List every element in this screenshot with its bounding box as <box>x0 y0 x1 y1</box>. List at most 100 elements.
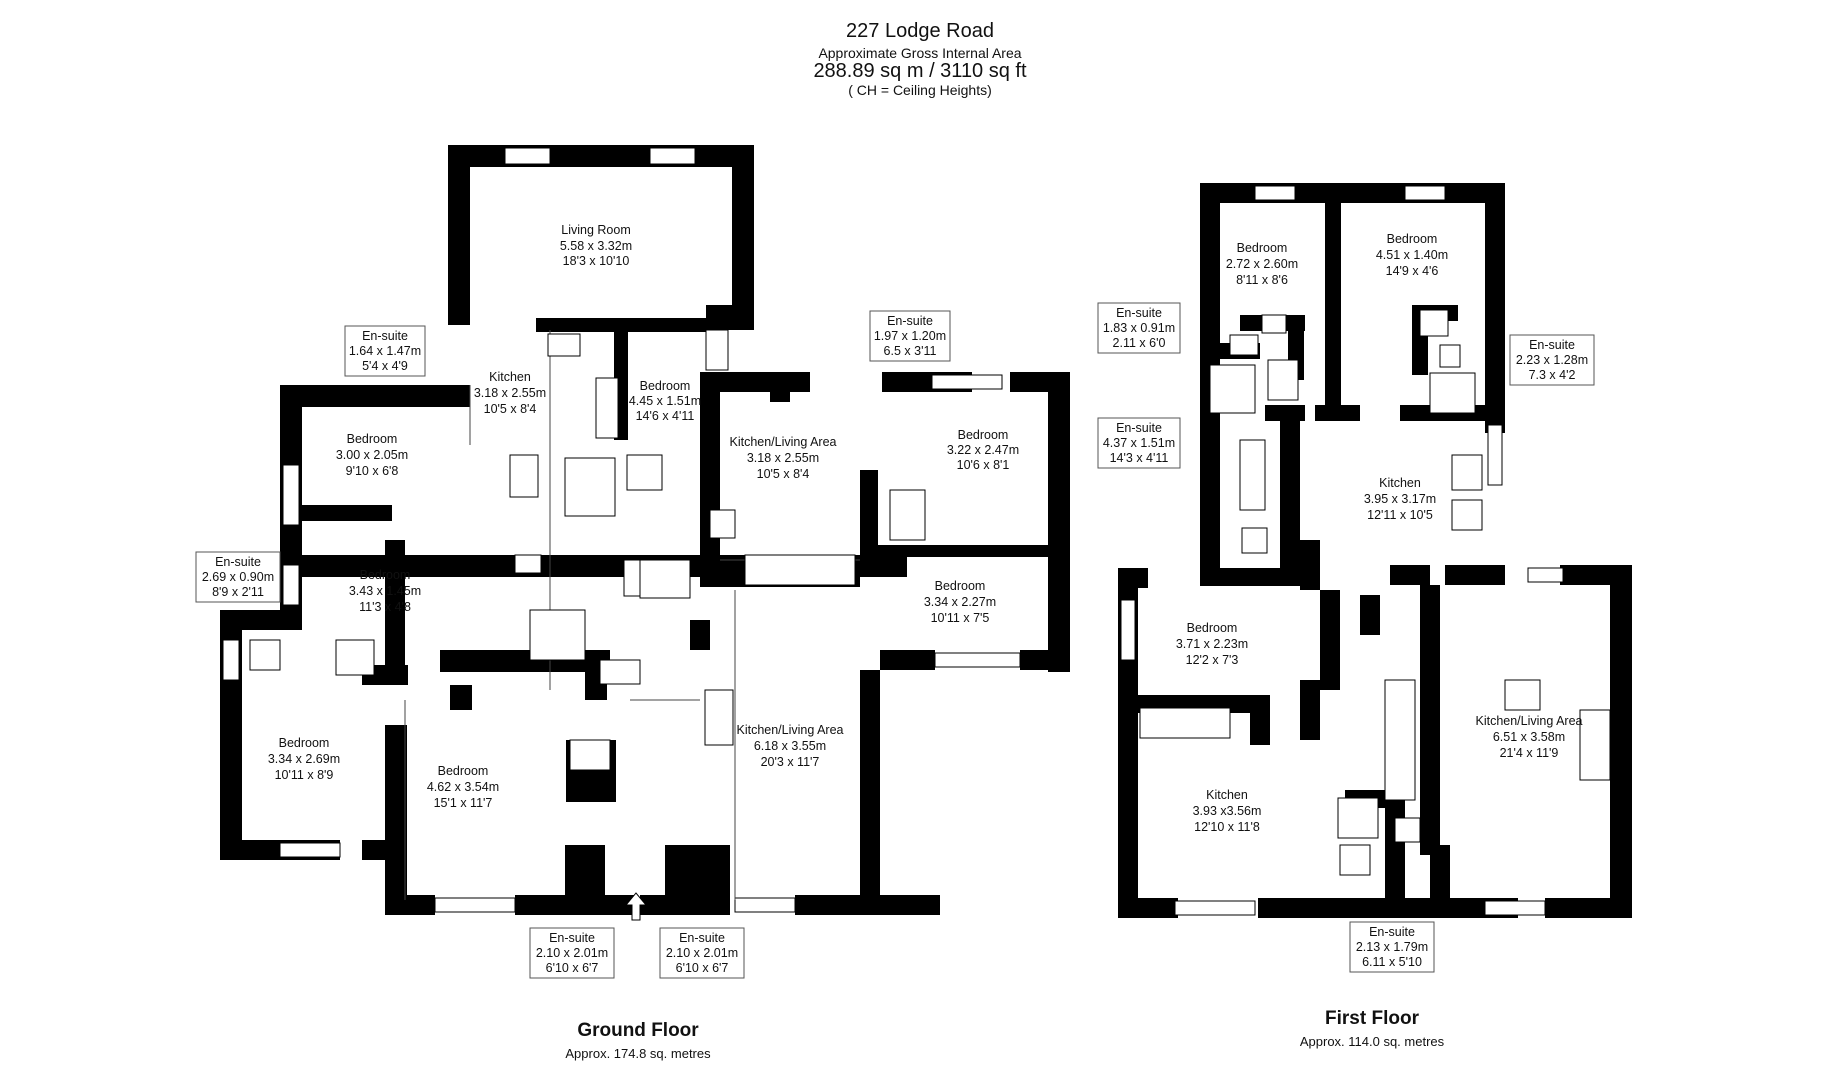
ensuite-metric: 2.10 x 2.01m <box>666 946 738 960</box>
room-imperial: 11'3 x 4'8 <box>359 600 411 614</box>
ground-floor-partitions <box>404 330 860 900</box>
ensuite-callout: En-suite 2.13 x 1.79m 6.11 x 5'10 <box>1349 921 1435 973</box>
room-kitchen-living-area-1: Kitchen/Living Area 3.18 x 2.55m 10'5 x … <box>729 435 836 481</box>
ensuite-imperial: 14'3 x 4'11 <box>1110 451 1169 465</box>
ensuite-callout: En-suite 1.97 x 1.20m 6.5 x 3'11 <box>869 310 951 362</box>
room-metric: 5.58 x 3.32m <box>560 239 632 253</box>
room-metric: 6.51 x 3.58m <box>1493 730 1565 744</box>
room-metric: 3.22 x 2.47m <box>947 443 1019 457</box>
room-metric: 3.18 x 2.55m <box>747 451 819 465</box>
room-imperial: 9'10 x 6'8 <box>346 464 399 478</box>
ensuite-callout: En-suite 2.10 x 2.01m 6'10 x 6'7 <box>659 927 745 979</box>
first-floor-windows <box>1120 185 1564 916</box>
room-imperial: 18'3 x 10'10 <box>563 254 630 268</box>
room-kitchen-living-area-2: Kitchen/Living Area 6.18 x 3.55m 20'3 x … <box>736 723 843 769</box>
ensuite-imperial: 6.5 x 3'11 <box>884 344 937 358</box>
room-name: Kitchen <box>489 370 531 384</box>
room-metric: 2.72 x 2.60m <box>1226 257 1298 271</box>
room-imperial: 14'9 x 4'6 <box>1386 264 1439 278</box>
ground-floor-walls <box>220 145 1070 915</box>
ensuite-metric: 4.37 x 1.51m <box>1103 436 1175 450</box>
room-metric: 3.93 x3.56m <box>1193 804 1262 818</box>
ensuite-metric: 2.23 x 1.28m <box>1516 353 1588 367</box>
room-bedroom-6: Bedroom 3.34 x 2.69m 10'11 x 8'9 <box>268 736 340 782</box>
room-bedroom-3: Bedroom 3.00 x 2.05m 9'10 x 6'8 <box>336 432 408 478</box>
ensuite-callout: En-suite 1.83 x 0.91m 2.11 x 6'0 <box>1097 302 1181 354</box>
entrance-arrow-icon <box>624 892 648 921</box>
ground-floor-title: Ground Floor <box>577 1020 699 1041</box>
ceiling-note: ( CH = Ceiling Heights) <box>848 82 992 98</box>
room-name: Kitchen/Living Area <box>736 723 843 737</box>
room-bedroom-5: Bedroom 3.34 x 2.27m 10'11 x 7'5 <box>924 579 996 625</box>
ensuite-imperial: 6.11 x 5'10 <box>1362 955 1422 969</box>
room-metric: 3.71 x 2.23m <box>1176 637 1248 651</box>
room-name: Kitchen/Living Area <box>729 435 836 449</box>
ensuite-callout: En-suite 2.23 x 1.28m 7.3 x 4'2 <box>1509 334 1595 386</box>
ensuite-metric: 1.97 x 1.20m <box>874 329 946 343</box>
ensuite-labels: En-suite 1.64 x 1.47m 5'4 x 4'9 En-suite… <box>195 302 1595 979</box>
room-imperial: 14'6 x 4'11 <box>636 409 695 423</box>
room-living-room: Living Room 5.58 x 3.32m 18'3 x 10'10 <box>560 223 632 268</box>
first-floor-area: Approx. 114.0 sq. metres <box>1299 1034 1445 1049</box>
ensuite-metric: 2.69 x 0.90m <box>202 570 274 584</box>
ground-floor-windows <box>222 147 1021 913</box>
room-name: Bedroom <box>347 432 398 446</box>
room-bedroom-9: Bedroom 4.51 x 1.40m 14'9 x 4'6 <box>1376 232 1448 278</box>
room-metric: 4.45 x 1.51m <box>629 394 701 408</box>
room-bedroom-1: Bedroom 4.45 x 1.51m 14'6 x 4'11 <box>629 379 701 423</box>
room-metric: 3.95 x 3.17m <box>1364 492 1436 506</box>
ensuite-imperial: 6'10 x 6'7 <box>676 961 729 975</box>
room-metric: 3.43 x 1.45m <box>349 584 421 598</box>
area-caption: Approximate Gross Internal Area <box>818 45 1022 61</box>
ensuite-name: En-suite <box>1116 421 1162 435</box>
room-name: Bedroom <box>279 736 330 750</box>
room-kitchen-living-area-3: Kitchen/Living Area 6.51 x 3.58m 21'4 x … <box>1475 714 1582 760</box>
room-name: Bedroom <box>958 428 1009 442</box>
room-metric: 4.51 x 1.40m <box>1376 248 1448 262</box>
room-kitchen-first-1: Kitchen 3.95 x 3.17m 12'11 x 10'5 <box>1364 476 1436 522</box>
ensuite-name: En-suite <box>887 314 933 328</box>
ground-floor-fixtures <box>249 333 926 771</box>
room-name: Kitchen <box>1379 476 1421 490</box>
room-imperial: 10'11 x 7'5 <box>931 611 990 625</box>
ensuite-metric: 2.13 x 1.79m <box>1356 940 1428 954</box>
room-imperial: 10'11 x 8'9 <box>275 768 334 782</box>
first-floor-title: First Floor <box>1325 1008 1419 1029</box>
ensuite-callout: En-suite 1.64 x 1.47m 5'4 x 4'9 <box>344 325 426 377</box>
room-name: Bedroom <box>360 568 411 582</box>
room-metric: 3.18 x 2.55m <box>474 386 546 400</box>
room-name: Living Room <box>561 223 630 237</box>
ensuite-imperial: 6'10 x 6'7 <box>546 961 599 975</box>
ensuite-name: En-suite <box>362 329 408 343</box>
room-imperial: 15'1 x 11'7 <box>434 796 493 810</box>
room-metric: 3.34 x 2.27m <box>924 595 996 609</box>
room-imperial: 21'4 x 11'9 <box>1500 746 1559 760</box>
room-bedroom-4: Bedroom 3.43 x 1.45m 11'3 x 4'8 <box>349 568 421 614</box>
room-bedroom-8: Bedroom 2.72 x 2.60m 8'11 x 8'6 <box>1226 241 1298 287</box>
ensuite-name: En-suite <box>1529 338 1575 352</box>
room-imperial: 12'11 x 10'5 <box>1367 508 1433 522</box>
ensuite-callout: En-suite 4.37 x 1.51m 14'3 x 4'11 <box>1097 417 1181 469</box>
ensuite-imperial: 8'9 x 2'11 <box>212 585 264 599</box>
room-metric: 4.62 x 3.54m <box>427 780 499 794</box>
room-imperial: 12'2 x 7'3 <box>1186 653 1239 667</box>
room-imperial: 20'3 x 11'7 <box>761 755 820 769</box>
area-value: 288.89 sq m / 3110 sq ft <box>813 60 1027 82</box>
ensuite-imperial: 7.3 x 4'2 <box>1529 368 1576 382</box>
room-imperial: 8'11 x 8'6 <box>1236 273 1288 287</box>
ensuite-callout: En-suite 2.69 x 0.90m 8'9 x 2'11 <box>195 551 281 603</box>
room-bedroom-2: Bedroom 3.22 x 2.47m 10'6 x 8'1 <box>947 428 1019 472</box>
room-imperial: 10'6 x 8'1 <box>957 458 1010 472</box>
room-imperial: 10'5 x 8'4 <box>484 402 537 416</box>
room-name: Kitchen <box>1206 788 1248 802</box>
room-kitchen-first-2: Kitchen 3.93 x3.56m 12'10 x 11'8 <box>1193 788 1262 834</box>
ensuite-name: En-suite <box>1369 925 1415 939</box>
ensuite-name: En-suite <box>215 555 261 569</box>
room-imperial: 12'10 x 11'8 <box>1194 820 1260 834</box>
ensuite-metric: 2.10 x 2.01m <box>536 946 608 960</box>
room-metric: 3.00 x 2.05m <box>336 448 408 462</box>
room-metric: 3.34 x 2.69m <box>268 752 340 766</box>
ensuite-callout: En-suite 2.10 x 2.01m 6'10 x 6'7 <box>529 927 615 979</box>
room-name: Kitchen/Living Area <box>1475 714 1582 728</box>
